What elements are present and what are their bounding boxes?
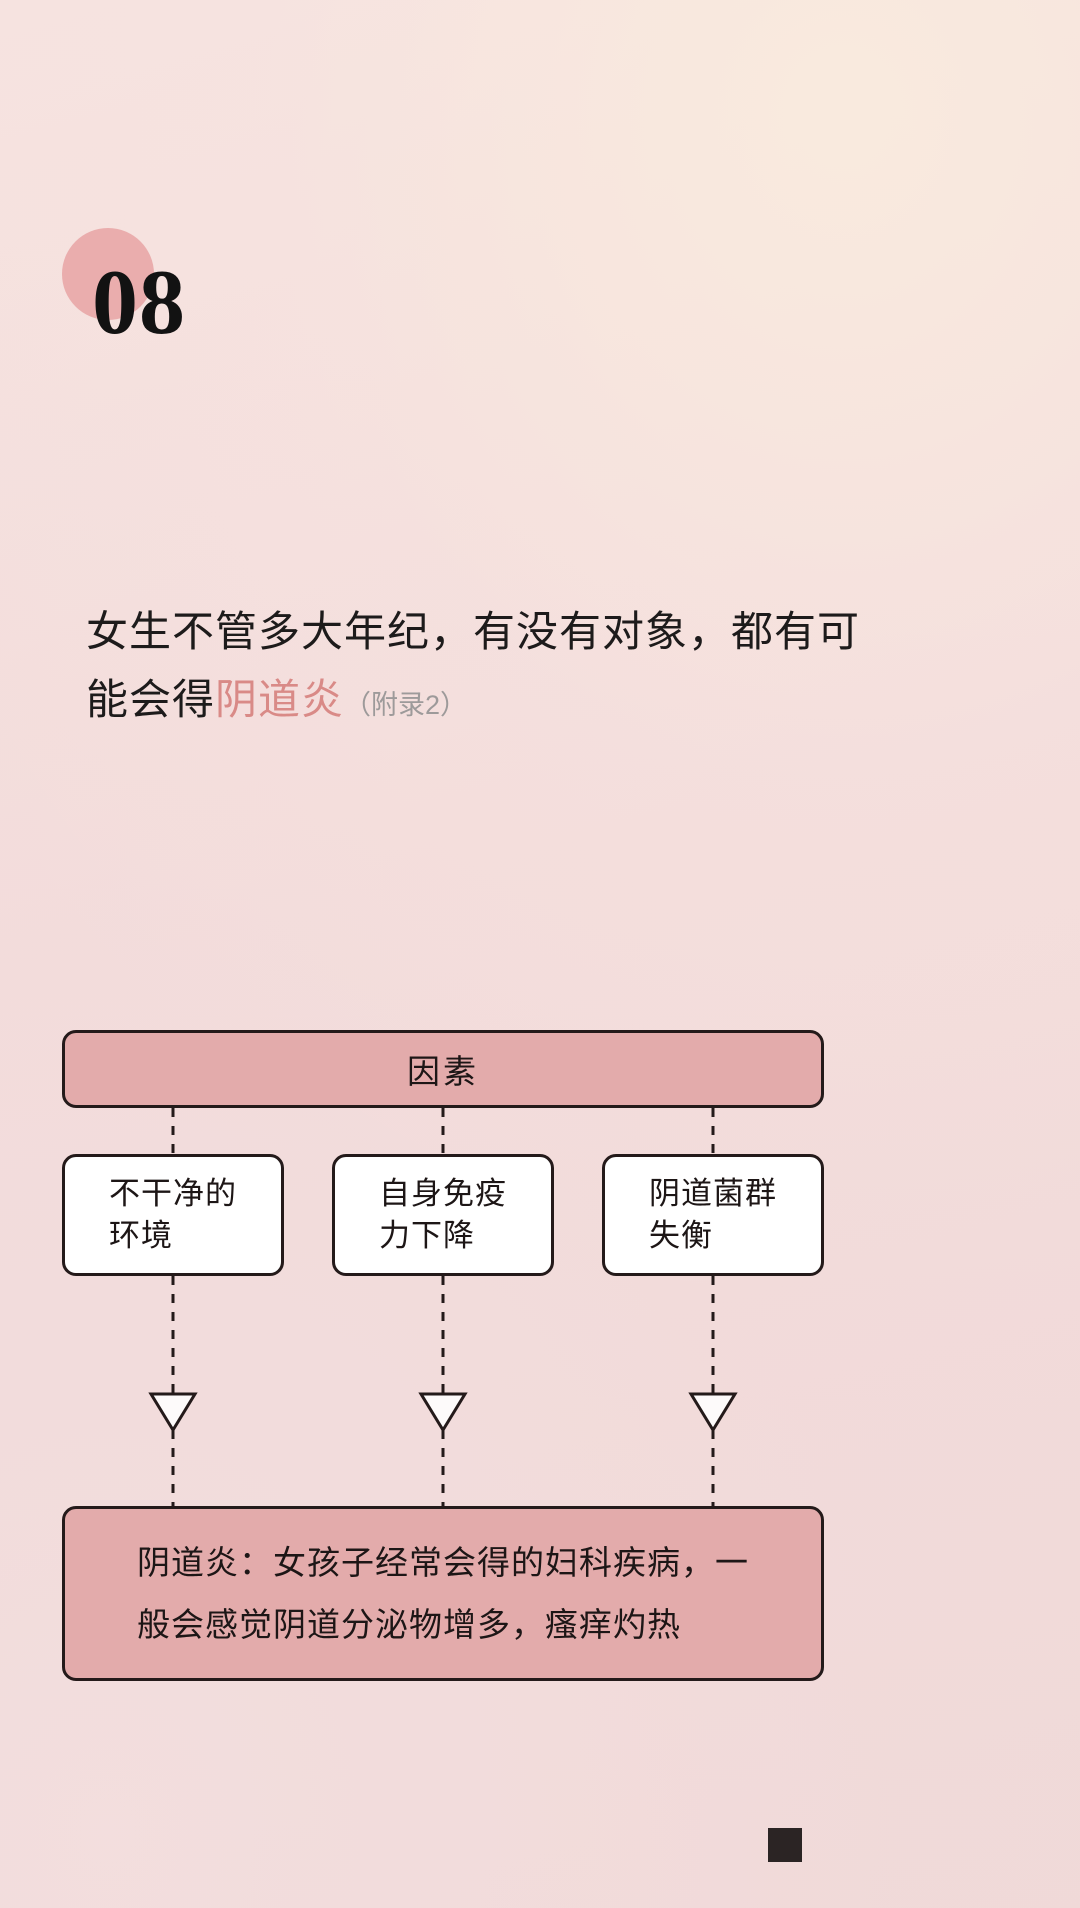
headline-appendix-note: （附录2） [344, 690, 468, 721]
flowchart-factor-node-2: 自身免疫 力下降 [332, 1154, 554, 1276]
flowchart-outcome-label: 阴道炎：女孩子经常会得的妇科疾病，一 般会感觉阴道分泌物增多，瘙痒灼热 [137, 1544, 749, 1643]
corner-mark [768, 1828, 802, 1862]
section-number: 08 [92, 251, 186, 353]
flowchart-factor-label-3: 阴道菌群 失衡 [649, 1175, 777, 1253]
section-number-circle [62, 228, 154, 320]
flowchart-factor-label-1: 不干净的 环境 [109, 1175, 237, 1253]
flowchart-root-node: 因素 [62, 1030, 824, 1108]
arrow-triangle-icon-2 [418, 1392, 468, 1433]
flowchart-root-label: 因素 [407, 1053, 479, 1090]
arrow-triangle-icon-3 [688, 1392, 738, 1433]
headline-keyword: 阴道炎 [215, 676, 345, 724]
flowchart-outcome-node: 阴道炎：女孩子经常会得的妇科疾病，一 般会感觉阴道分泌物增多，瘙痒灼热 [62, 1506, 824, 1681]
arrow-triangle-icon-1 [148, 1392, 198, 1433]
section-number-block: 08 [60, 226, 380, 376]
headline-line-2-plain: 能会得 [86, 676, 216, 724]
flowchart-factor-node-3: 阴道菌群 失衡 [602, 1154, 824, 1276]
flowchart-factor-node-1: 不干净的 环境 [62, 1154, 284, 1276]
factors-flowchart: 因素 不干净的 环境 自身免疫 力下降 阴道菌群 失衡 阴道炎：女孩子经常会得的… [62, 1030, 824, 1690]
headline-line-1: 女生不管多大年纪，有没有对象，都有可 [86, 608, 861, 655]
page-title: 女生不管多大年纪，有没有对象，都有可 能会得阴道炎（附录2） [86, 598, 1016, 734]
flowchart-factor-label-2: 自身免疫 力下降 [379, 1175, 507, 1253]
